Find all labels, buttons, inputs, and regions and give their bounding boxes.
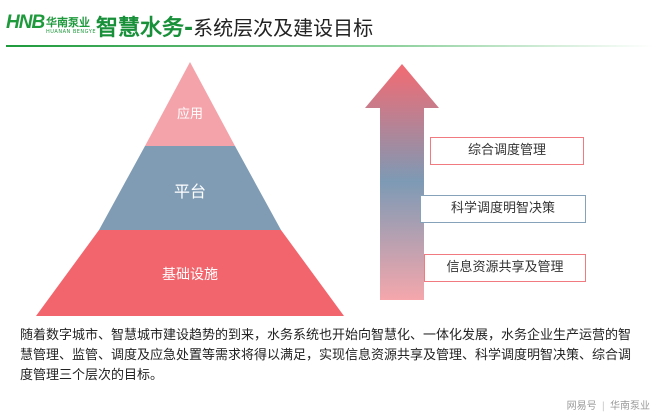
pyramid-label-platform: 平台 — [173, 182, 207, 201]
logo-mark: HNB — [6, 12, 45, 33]
footer-watermark: 网易号 | 华南泵业 — [567, 397, 650, 412]
goal-box-integrated-dispatch: 综合调度管理 — [430, 137, 584, 165]
goal-box-information-sharing: 信息资源共享及管理 — [424, 254, 586, 282]
logo-company-name: 华南泵业 — [46, 16, 90, 29]
footer-author: 华南泵业 — [610, 401, 650, 412]
pyramid-layer-platform — [99, 146, 281, 230]
page-title: 智慧水务-系统层次及建设目标 — [96, 10, 373, 42]
pyramid-label-application: 应用 — [176, 107, 204, 122]
pyramid-layer-infrastructure — [36, 230, 344, 316]
footer-source: 网易号 — [566, 401, 597, 412]
pyramid-layer-application — [145, 62, 235, 146]
header-divider — [6, 45, 654, 47]
company-logo: HNB 华南泵业 HUANAN BENGYE — [6, 8, 102, 42]
title-subtitle: 系统层次及建设目标 — [193, 16, 374, 40]
title-separator: - — [184, 16, 194, 41]
title-main: 智慧水务 — [96, 16, 185, 41]
logo-company-name-en: HUANAN BENGYE — [46, 29, 96, 35]
up-arrow-shape — [365, 64, 439, 300]
header: HNB 华南泵业 HUANAN BENGYE 智慧水务-系统层次及建设目标 — [0, 0, 660, 50]
footer-separator: | — [601, 401, 605, 412]
pyramid-label-infrastructure: 基础设施 — [162, 267, 218, 283]
description-paragraph: 随着数字城市、智慧城市建设趋势的到来，水务系统也开始向智慧化、一体化发展，水务企… — [20, 328, 632, 383]
goal-box-scientific-decision: 科学调度明智决策 — [420, 195, 586, 223]
